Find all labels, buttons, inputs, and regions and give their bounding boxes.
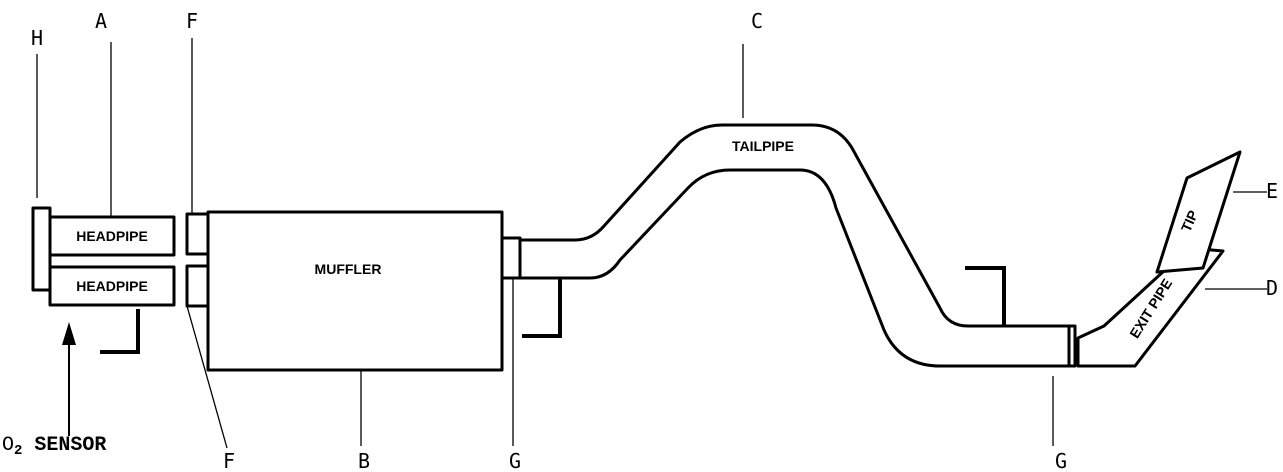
flange-plate (31, 206, 52, 292)
o2-sensor-bracket (100, 309, 140, 354)
leader-f-bottom (186, 305, 228, 449)
sensor-arrow-head (62, 322, 76, 345)
hanger-muffler (522, 278, 562, 338)
headpipe-bottom-label: HEADPIPE (76, 278, 148, 294)
hanger-tailpipe (965, 266, 1006, 326)
callout-h: H (31, 26, 43, 50)
o2-sensor-word: SENSOR (34, 434, 106, 457)
callout-b: B (358, 449, 370, 472)
callout-g-right: G (1055, 449, 1067, 472)
callout-c: C (751, 9, 763, 33)
callout-d: D (1266, 276, 1278, 300)
callout-g-left: G (509, 449, 521, 472)
tailpipe (518, 123, 1071, 368)
o2-sensor-label: O2 SENSOR (2, 434, 106, 459)
o2-sensor-o: O (2, 434, 14, 457)
clamp-left (500, 236, 522, 280)
coupler-top (185, 212, 211, 256)
callout-e: E (1266, 179, 1278, 203)
coupler-bottom (185, 264, 211, 308)
callout-f-top: F (186, 9, 198, 33)
callout-f-bottom: F (223, 449, 235, 472)
tailpipe-label: TAILPIPE (732, 138, 794, 154)
muffler (206, 210, 504, 372)
muffler-label: MUFFLER (315, 261, 382, 277)
headpipe-bottom (48, 265, 176, 307)
clamp-right (1067, 324, 1077, 368)
tip (1155, 150, 1242, 274)
o2-sensor-subscript: 2 (14, 443, 22, 459)
headpipe-top-label: HEADPIPE (76, 228, 148, 244)
headpipe-top (48, 215, 176, 257)
callout-a: A (95, 9, 107, 33)
